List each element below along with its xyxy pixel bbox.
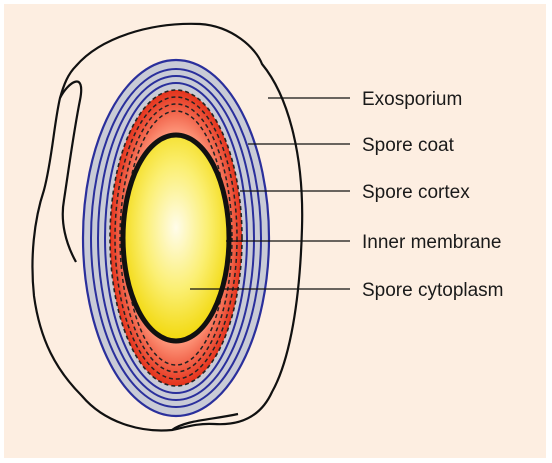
label-inner-membrane: Inner membrane xyxy=(362,232,501,253)
exosporium-fold-left xyxy=(60,82,81,262)
label-spore-cytoplasm: Spore cytoplasm xyxy=(362,280,504,301)
label-spore-cortex: Spore cortex xyxy=(362,182,470,203)
inner-membrane xyxy=(123,135,229,341)
label-exosporium: Exosporium xyxy=(362,89,462,110)
label-spore-coat: Spore coat xyxy=(362,135,455,156)
